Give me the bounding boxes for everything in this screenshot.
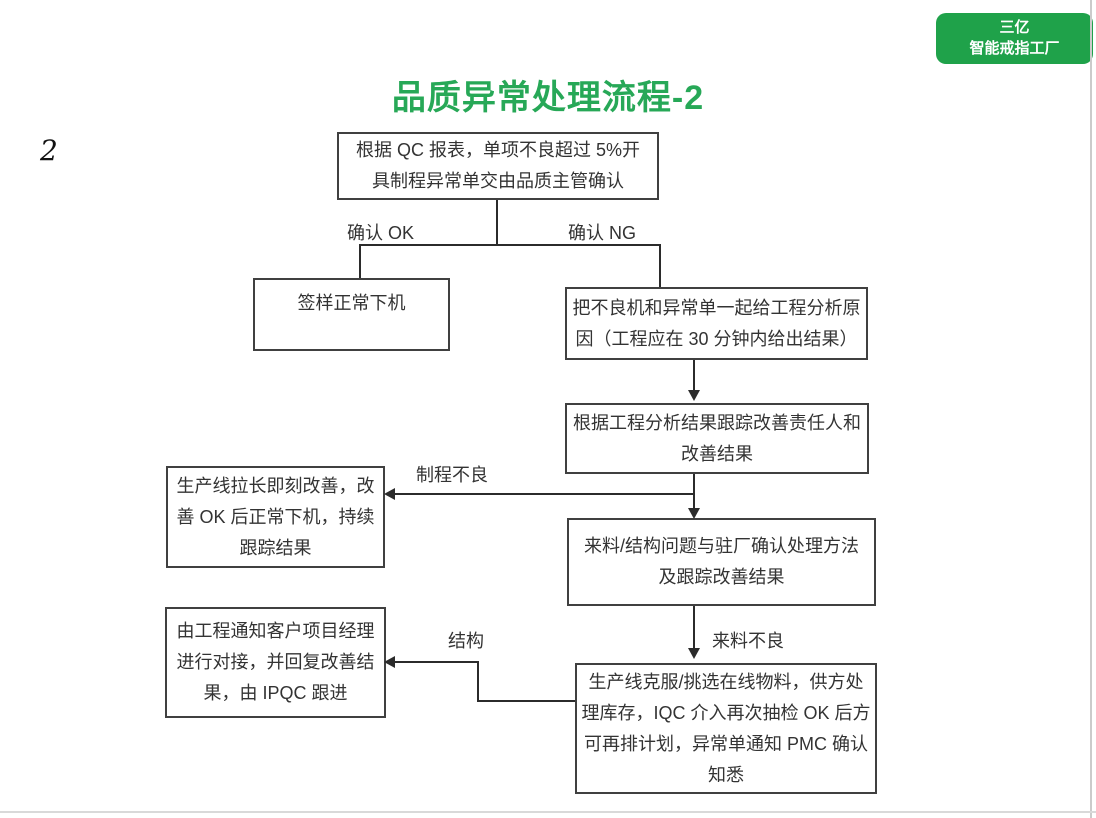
flow-node-text: 及跟踪改善结果 (658, 567, 785, 587)
arrow-left-icon (384, 656, 395, 668)
arrow-down-icon (688, 508, 700, 519)
flow-node-text: 善 OK 后正常下机，持续 (176, 506, 375, 527)
flow-node-engineering-analysis: 把不良机和异常单一起给工程分析原 因（工程应在 30 分钟内给出结果） (565, 287, 868, 360)
flow-node-text: 具制程异常单交由品质主管确认 (372, 171, 624, 191)
edge-label-confirm-ok: 确认 OK (347, 223, 415, 243)
flow-node-track-improvement: 根据工程分析结果跟踪改善责任人和 改善结果 (565, 403, 869, 474)
arrow-down-icon (688, 390, 700, 401)
company-logo: 三亿 智能戒指工厂 (936, 13, 1093, 64)
slide-bottom-border (0, 811, 1096, 813)
connector-line (659, 244, 661, 287)
logo-line-1: 三亿 (999, 19, 1030, 36)
edge-label-incoming-defect: 来料不良 (712, 631, 784, 651)
flow-node-text: 进行对接，并回复改善结 (176, 652, 375, 672)
flow-node-structure-action: 由工程通知客户项目经理 进行对接，并回复改善结 果，由 IPQC 跟进 (165, 607, 386, 718)
arrow-left-icon (384, 488, 395, 500)
slide-right-border (1090, 0, 1092, 818)
connector-line (496, 200, 498, 246)
slide-number: 2 (40, 134, 58, 167)
connector-line (693, 360, 695, 392)
flow-node-start: 根据 QC 报表，单项不良超过 5%开 具制程异常单交由品质主管确认 (337, 132, 659, 200)
flow-node-text: 根据工程分析结果跟踪改善责任人和 (573, 412, 861, 433)
logo-line-2: 智能戒指工厂 (969, 40, 1060, 57)
connector-line (477, 661, 479, 702)
flow-node-sign-off: 签样正常下机 (253, 278, 450, 351)
edge-label-structure: 结构 (448, 631, 484, 651)
flow-node-text: 来料/结构问题与驻厂确认处理方法 (584, 536, 859, 556)
flow-node-text: 可再排计划，异常单通知 PMC 确认 (584, 733, 868, 754)
flow-node-text: 因（工程应在 30 分钟内给出结果） (575, 328, 858, 349)
arrow-down-icon (688, 648, 700, 659)
connector-line (477, 700, 575, 702)
flow-node-text: 果，由 IPQC 跟进 (203, 683, 348, 703)
flow-node-text: 生产线拉长即刻改善，改 (176, 475, 375, 496)
flow-node-text: 根据 QC 报表，单项不良超过 5%开 (355, 140, 641, 160)
connector-line (693, 474, 695, 510)
flow-node-text: 由工程通知客户项目经理 (176, 621, 375, 641)
connector-line (359, 244, 661, 246)
edge-label-confirm-ng: 确认 NG (568, 223, 637, 243)
edge-label-process-defect: 制程不良 (416, 465, 488, 485)
flow-node-incoming-structure-confirm: 来料/结构问题与驻厂确认处理方法 及跟踪改善结果 (567, 518, 876, 606)
flow-node-text: 把不良机和异常单一起给工程分析原 (572, 297, 861, 318)
flow-node-incoming-defect-action: 生产线克服/挑选在线物料，供方处 理库存，IQC 介入再次抽检 OK 后方 可再… (575, 663, 877, 794)
connector-line (392, 493, 695, 495)
flow-node-text: 知悉 (708, 764, 744, 785)
flow-node-text: 理库存，IQC 介入再次抽检 OK 后方 (581, 702, 871, 723)
connector-line (693, 606, 695, 650)
flow-node-text: 改善结果 (681, 443, 753, 464)
connector-line (392, 661, 479, 663)
page-title: 品质异常处理流程-2 (391, 79, 705, 117)
flow-node-text: 签样正常下机 (297, 293, 406, 313)
connector-line (359, 244, 361, 278)
flow-node-text: 生产线克服/挑选在线物料，供方处 (588, 671, 864, 692)
flow-node-text: 跟踪结果 (239, 537, 312, 558)
flow-node-process-defect-action: 生产线拉长即刻改善，改 善 OK 后正常下机，持续 跟踪结果 (166, 466, 385, 568)
